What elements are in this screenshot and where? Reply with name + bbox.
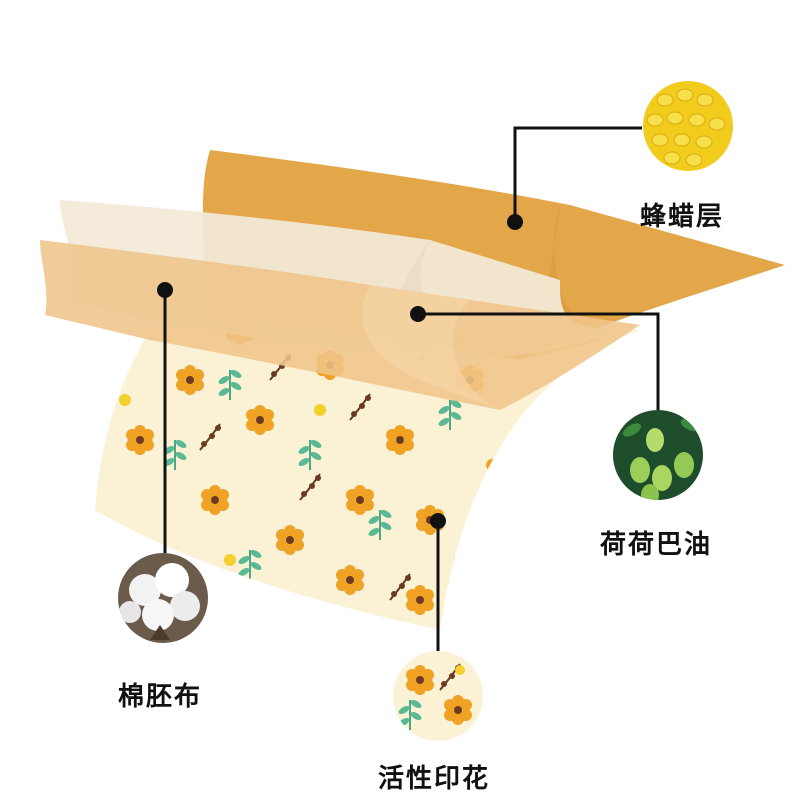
jojoba-fruit-icon (613, 410, 703, 506)
beeswax-pellets-icon (643, 81, 733, 171)
floral-print-icon (393, 651, 483, 741)
label-beeswax-layer: 蜂蜡层 (640, 196, 724, 233)
label-cotton-fabric: 棉胚布 (118, 676, 202, 713)
label-reactive-print: 活性印花 (378, 758, 490, 795)
cotton-boll-icon (118, 553, 208, 643)
label-jojoba-oil: 荷荷巴油 (600, 524, 712, 561)
